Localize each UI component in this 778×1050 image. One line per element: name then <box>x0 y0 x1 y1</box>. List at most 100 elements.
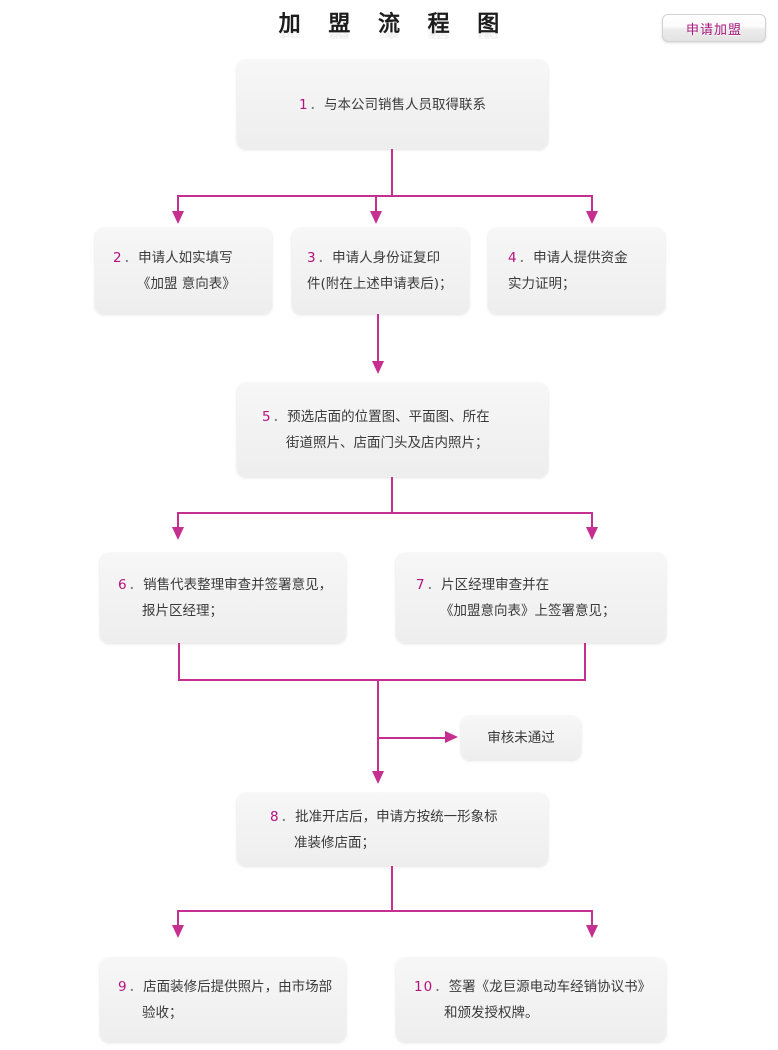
step-2-number: 2 <box>113 250 123 266</box>
step-2-separator: ． <box>123 250 138 266</box>
connector-branch-3 <box>375 195 377 213</box>
reject-node-label: 审核未通过 <box>487 730 555 746</box>
step-6-text-2: 报片区经理； <box>142 603 223 619</box>
step-7-line-2: 《加盟意向表》上签署意见； <box>416 598 666 624</box>
step-box-9[interactable]: 9．店面装修后提供照片，由市场部 验收； <box>100 958 346 1042</box>
step-3-separator: ． <box>317 250 332 266</box>
connector-split-910-bar <box>177 910 593 912</box>
step-5-text-1: 预选店面的位置图、平面图、所在 <box>287 409 490 425</box>
step-box-1[interactable]: 1．与本公司销售人员取得联系 <box>237 60 548 149</box>
arrow-to-step-5 <box>372 361 384 374</box>
reject-node-box[interactable]: 审核未通过 <box>461 716 581 760</box>
connector-6-down <box>178 643 180 680</box>
step-4-text-2: 实力证明； <box>508 276 576 292</box>
step-9-text-1: 店面装修后提供照片，由市场部 <box>143 979 333 995</box>
connector-branch-4 <box>591 195 593 213</box>
step-4-line-1: 4．申请人提供资金 <box>508 245 665 271</box>
connector-7-down <box>584 643 586 680</box>
step-4-separator: ． <box>518 250 533 266</box>
step-3-text-1: 申请人身份证复印 <box>332 250 441 266</box>
connector-branch-7 <box>591 512 593 529</box>
step-box-5[interactable]: 5．预选店面的位置图、平面图、所在 街道照片、店面门头及店内照片； <box>237 383 548 477</box>
step-10-text-2: 和颁发授权牌。 <box>444 1005 539 1021</box>
step-1-line-1: 1．与本公司销售人员取得联系 <box>299 92 486 118</box>
connector-branch-6 <box>177 512 179 529</box>
step-6-separator: ． <box>128 577 143 593</box>
step-box-3[interactable]: 3．申请人身份证复印 件(附在上述申请表后)； <box>292 228 469 314</box>
connector-merge-to-8 <box>377 679 379 774</box>
step-box-4[interactable]: 4．申请人提供资金 实力证明； <box>488 228 665 314</box>
step-4-text-1: 申请人提供资金 <box>533 250 628 266</box>
step-8-text-2: 准装修店面； <box>294 834 375 851</box>
step-9-separator: ． <box>128 979 143 995</box>
step-6-text-1: 销售代表整理审查并签署意见， <box>143 577 333 593</box>
connector-split-234-bar <box>177 195 593 197</box>
step-2-line-1: 2．申请人如实填写 <box>113 245 272 271</box>
step-9-line-2: 验收； <box>118 1000 346 1026</box>
step-10-number: 10 <box>414 979 434 995</box>
step-9-number: 9 <box>118 979 128 995</box>
arrow-to-step-3 <box>370 211 382 224</box>
connector-8-down <box>391 866 393 912</box>
step-10-separator: ． <box>434 979 448 995</box>
connector-5-down <box>391 477 393 514</box>
step-7-line-1: 7．片区经理审查并在 <box>416 572 666 598</box>
step-5-number: 5 <box>262 409 272 425</box>
step-6-number: 6 <box>118 577 128 593</box>
step-3-number: 3 <box>307 250 317 266</box>
arrow-to-step-6 <box>172 527 184 540</box>
connector-branch-10 <box>591 910 593 927</box>
step-box-2[interactable]: 2．申请人如实填写 《加盟 意向表》 <box>95 228 272 314</box>
arrow-to-step-4 <box>586 211 598 224</box>
step-5-line-1: 5．预选店面的位置图、平面图、所在 <box>262 404 548 430</box>
step-6-line-1: 6．销售代表整理审查并签署意见， <box>118 572 346 598</box>
arrow-to-step-10 <box>586 925 598 938</box>
step-2-line-2: 《加盟 意向表》 <box>113 271 272 297</box>
step-5-separator: ． <box>272 409 287 425</box>
step-8-line-2: 准装修店面； <box>270 830 548 856</box>
step-7-text-2: 《加盟意向表》上签署意见； <box>440 603 616 619</box>
step-8-text-1: 批准开店后，申请方按统一形象标 <box>295 808 498 825</box>
step-1-number: 1 <box>298 96 309 113</box>
step-box-7[interactable]: 7．片区经理审查并在 《加盟意向表》上签署意见； <box>396 553 666 643</box>
arrow-to-step-7 <box>586 527 598 540</box>
arrow-to-step-9 <box>172 925 184 938</box>
step-7-text-1: 片区经理审查并在 <box>441 577 550 593</box>
step-5-line-2: 街道照片、店面门头及店内照片； <box>262 430 548 456</box>
step-1-text: 与本公司销售人员取得联系 <box>324 96 487 113</box>
step-9-line-1: 9．店面装修后提供照片，由市场部 <box>118 974 346 1000</box>
page-title: 加 盟 流 程 图 <box>278 12 510 37</box>
step-4-line-2: 实力证明； <box>508 271 665 297</box>
step-1-separator: ． <box>309 96 324 113</box>
step-8-line-1: 8．批准开店后，申请方按统一形象标 <box>270 804 548 830</box>
apply-button-label: 申请加盟 <box>685 22 742 38</box>
step-2-text-1: 申请人如实填写 <box>138 250 233 266</box>
step-3-text-2: 件(附在上述申请表后)； <box>307 276 453 292</box>
arrow-to-step-8 <box>372 771 384 784</box>
step-box-6[interactable]: 6．销售代表整理审查并签署意见， 报片区经理； <box>100 553 346 643</box>
arrow-to-step-2 <box>172 211 184 224</box>
connector-split-67-bar <box>177 512 593 514</box>
connector-branch-9 <box>177 910 179 927</box>
step-8-number: 8 <box>270 808 280 825</box>
step-box-10[interactable]: 10．签署《龙巨源电动车经销协议书》 和颁发授权牌。 <box>396 958 666 1042</box>
step-10-line-1: 10．签署《龙巨源电动车经销协议书》 <box>414 974 666 1000</box>
step-10-text-1: 签署《龙巨源电动车经销协议书》 <box>448 979 652 995</box>
connector-to-reject <box>377 737 447 739</box>
step-9-text-2: 验收； <box>142 1005 183 1021</box>
step-8-separator: ． <box>280 808 295 825</box>
step-3-line-1: 3．申请人身份证复印 <box>307 245 469 271</box>
reject-node-line: 审核未通过 <box>487 725 555 751</box>
step-10-line-2: 和颁发授权牌。 <box>414 1000 666 1026</box>
step-2-text-2: 《加盟 意向表》 <box>137 276 236 292</box>
step-4-number: 4 <box>508 250 518 266</box>
step-7-number: 7 <box>416 577 426 593</box>
connector-branch-2 <box>177 195 179 213</box>
step-box-8[interactable]: 8．批准开店后，申请方按统一形象标 准装修店面； <box>237 793 548 866</box>
connector-3-to-5 <box>377 314 379 363</box>
connector-merge-67-bar <box>178 679 586 681</box>
step-5-text-2: 街道照片、店面门头及店内照片； <box>286 435 489 451</box>
apply-to-join-button[interactable]: 申请加盟 <box>662 14 766 42</box>
step-6-line-2: 报片区经理； <box>118 598 346 624</box>
step-7-separator: ． <box>426 577 441 593</box>
